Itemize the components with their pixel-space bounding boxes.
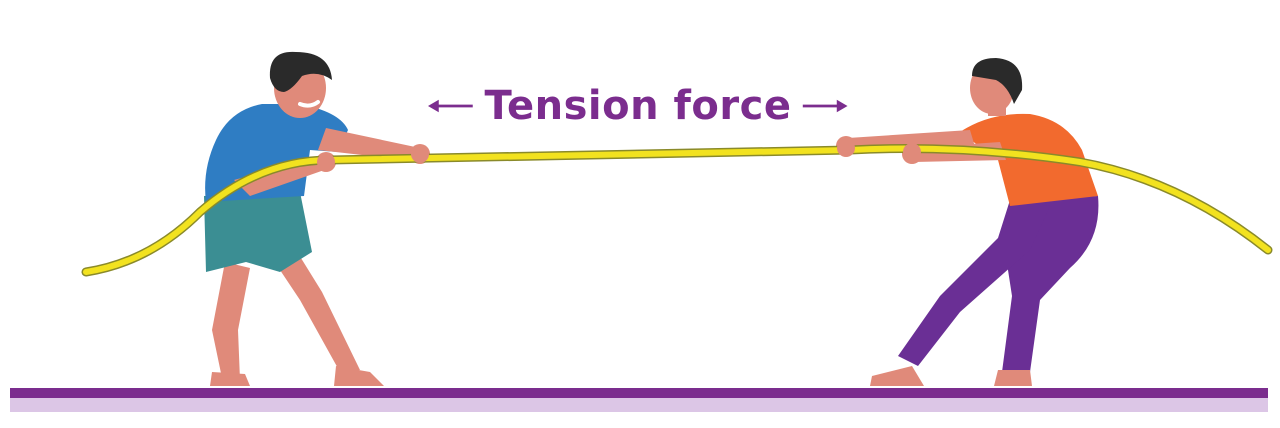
left-grip-hand-front	[411, 145, 429, 163]
rope	[81, 144, 1273, 277]
ground-shadow	[10, 398, 1268, 412]
tension-force-label-group: Tension force	[428, 78, 848, 134]
ground-line	[10, 388, 1268, 398]
left-person-front-leg	[272, 250, 360, 372]
right-arrow-icon	[803, 99, 848, 113]
left-person-hair	[269, 51, 332, 92]
ground	[10, 388, 1268, 412]
left-grip-hand-back	[317, 153, 335, 171]
right-person-hair	[972, 58, 1023, 104]
right-person-back-foot	[994, 370, 1032, 386]
left-person-shorts	[204, 192, 312, 272]
left-person-teeth	[298, 100, 320, 108]
right-person	[836, 58, 1099, 386]
rope-body	[83, 145, 1271, 275]
right-grip-hand-back	[903, 143, 921, 161]
tension-force-label: Tension force	[484, 83, 792, 129]
right-person-pants-front	[898, 200, 1050, 366]
left-person	[204, 51, 430, 386]
left-person-back-foot	[210, 372, 250, 386]
left-person-front-foot	[334, 366, 384, 386]
right-grip-hand-front	[837, 139, 855, 157]
right-person-front-foot	[870, 366, 924, 386]
left-person-shirt	[205, 104, 348, 202]
left-arrow-icon	[428, 99, 473, 113]
left-person-back-leg	[212, 262, 250, 380]
left-person-front-arm	[318, 128, 424, 162]
